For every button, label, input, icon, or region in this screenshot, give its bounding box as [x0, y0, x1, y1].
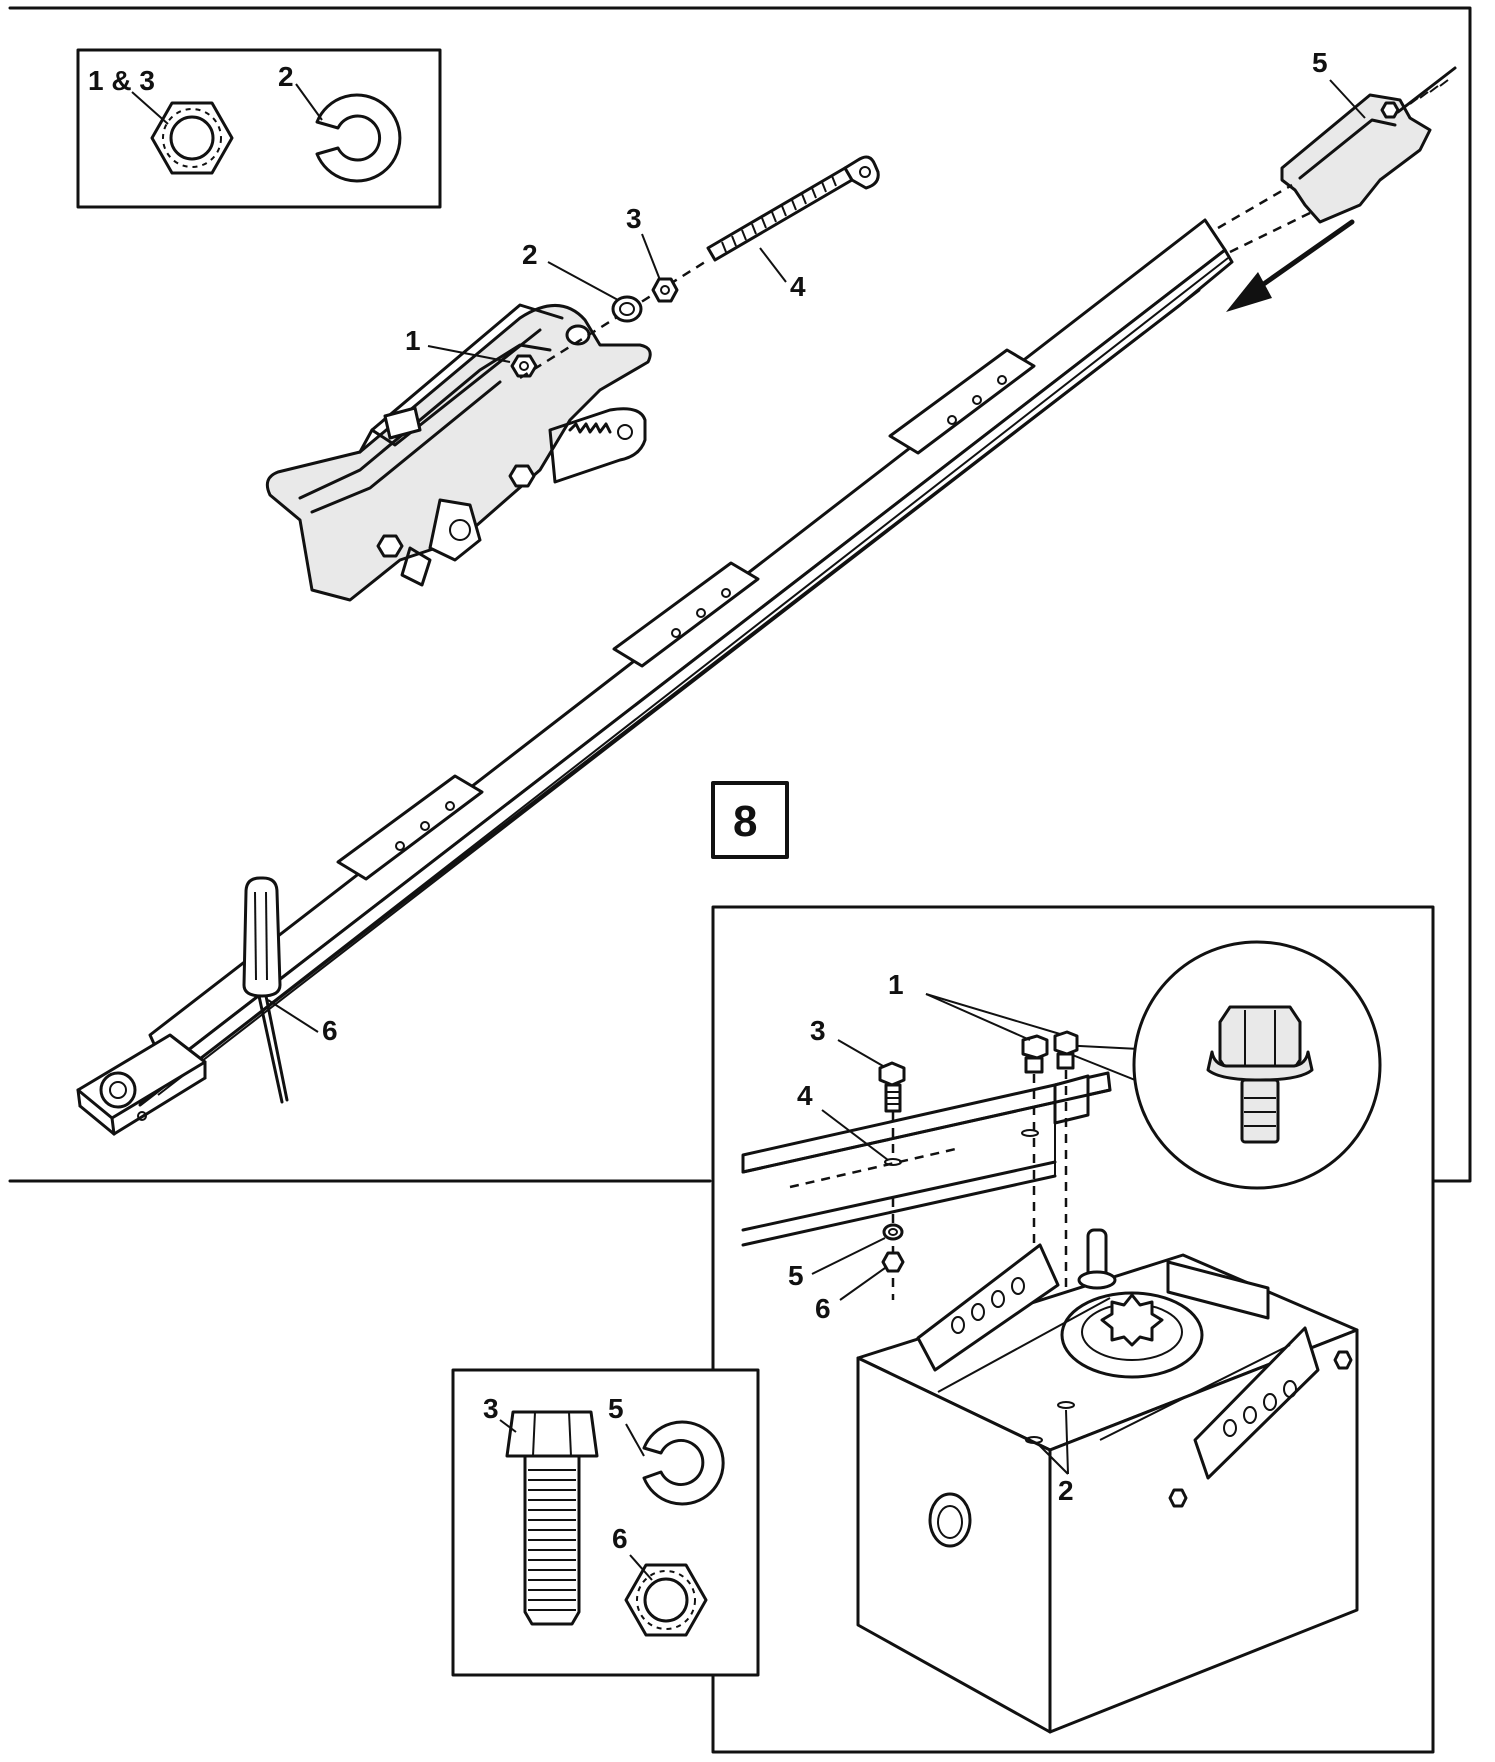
inset-label-washer: 5 [608, 1393, 624, 1424]
trolley-nut-2 [508, 464, 536, 488]
detail-label-6: 6 [815, 1293, 831, 1324]
step-badge: 8 [711, 781, 789, 859]
detail-rail [741, 1071, 1112, 1247]
rail-assembly [76, 218, 1234, 1136]
label-washer: 2 [278, 61, 294, 92]
detail-label-3: 3 [810, 1015, 826, 1046]
detail-label-2: 2 [1058, 1475, 1074, 1506]
hex-nut-icon-2 [624, 1563, 708, 1637]
trolley-spring [568, 422, 612, 434]
detail-nut [881, 1251, 905, 1273]
leader-washer [295, 83, 323, 121]
detail-label-4: 4 [797, 1080, 813, 1111]
label-1: 1 [405, 325, 421, 356]
hex-nut-chamfer [162, 108, 222, 168]
label-6: 6 [322, 1015, 338, 1046]
main-labels: 1 2 3 4 5 6 [267, 47, 1366, 1046]
hex-nut-icon [150, 101, 234, 175]
hex-nut-hole [169, 115, 215, 161]
screwdriver-handle [242, 876, 282, 998]
exploded-hardware [519, 155, 880, 380]
lock-washer-icon [315, 93, 402, 183]
threaded-shaft [706, 155, 880, 262]
trolley-nut-3 [376, 534, 404, 558]
bolt-head-icon [505, 1410, 599, 1458]
direction-arrow-icon [1226, 219, 1355, 312]
label-4: 4 [790, 271, 806, 302]
main-panel-frame [8, 6, 1472, 1183]
lock-washer-part [611, 295, 643, 323]
screwdriver [242, 876, 289, 1104]
pulley-bolt [99, 1071, 137, 1109]
label-5: 5 [1312, 47, 1328, 78]
detail-labels: 1 3 4 5 6 2 [788, 969, 1074, 1506]
explode-axis [519, 260, 706, 380]
detail-washer [882, 1223, 904, 1241]
nut-part [651, 277, 679, 303]
step-number: 8 [733, 797, 757, 846]
flange-bolts [1021, 1030, 1079, 1074]
trolley-nut-1 [510, 354, 538, 378]
screwdriver-shaft [257, 994, 289, 1104]
trolley-carriage [265, 304, 652, 602]
detail-label-1: 1 [888, 969, 904, 1000]
detail-panel: 1 3 4 5 6 2 [711, 905, 1435, 1754]
inset-bolt-washer-nut: 3 5 6 [451, 1368, 760, 1677]
detail-label-5: 5 [788, 1260, 804, 1291]
far-trolley [1217, 66, 1457, 254]
lock-washer-icon-2 [642, 1420, 725, 1506]
drive-sprocket-icon [1100, 1293, 1164, 1347]
label-3: 3 [626, 203, 642, 234]
hex-bolt-part [878, 1061, 906, 1113]
rail-end-bracket [76, 1033, 207, 1136]
rail-joint-1 [336, 774, 484, 881]
inset-label-bolt: 3 [483, 1393, 499, 1424]
rail-joint-2 [612, 561, 760, 668]
inset-nut-washer: 1 & 3 2 [76, 48, 442, 209]
inset-bottom-frame [451, 1368, 760, 1677]
magnified-bolt [1059, 940, 1382, 1190]
motor-unit [856, 1228, 1359, 1734]
trolley-window [383, 406, 422, 440]
rail-joint-3 [888, 348, 1036, 455]
label-nut: 1 & 3 [88, 65, 155, 96]
trolley [265, 303, 652, 602]
inset-frame [76, 48, 442, 209]
label-2: 2 [522, 239, 538, 270]
leader-nut [131, 91, 169, 125]
inset-label-nut: 6 [612, 1523, 628, 1554]
